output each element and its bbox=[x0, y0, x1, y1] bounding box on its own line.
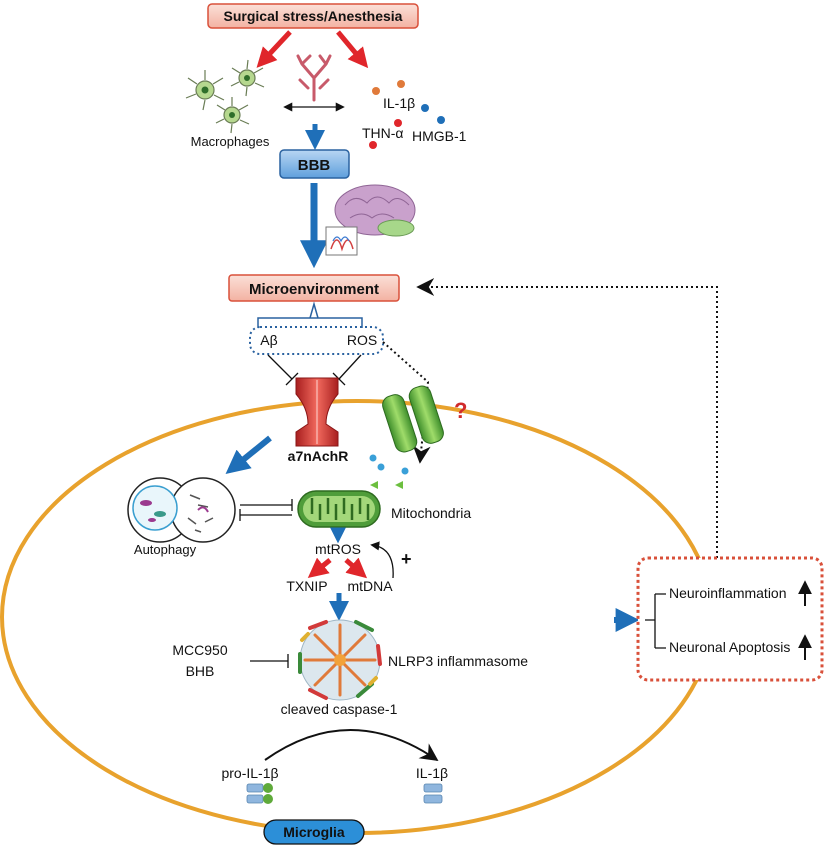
abeta-ros-box: Aβ ROS bbox=[249, 326, 384, 355]
brain-icon bbox=[325, 184, 416, 256]
hmgb1-label: HMGB-1 bbox=[412, 128, 467, 144]
inflammasome-icon bbox=[298, 619, 382, 701]
macrophages-label: Macrophages bbox=[191, 134, 270, 149]
mitochondria-icon bbox=[297, 490, 381, 528]
ros-label: ROS bbox=[347, 332, 377, 348]
neuronal-apoptosis-label: Neuronal Apoptosis bbox=[669, 639, 790, 655]
red-arrow-txnip bbox=[307, 557, 332, 579]
mitochondria-label: Mitochondria bbox=[391, 505, 471, 521]
cytokine-dots bbox=[369, 80, 445, 149]
red-arrow-right bbox=[336, 30, 369, 69]
autophagy-label: Autophagy bbox=[134, 542, 197, 557]
abeta-label: Aβ bbox=[260, 332, 277, 348]
question-mark: ? bbox=[454, 398, 467, 423]
red-arrow-left bbox=[256, 30, 292, 68]
mtdna-feedback-arrow bbox=[370, 541, 394, 579]
ion-dots bbox=[369, 454, 409, 489]
surgical-stress-box: Surgical stress/Anesthesia bbox=[207, 3, 419, 29]
processing-arrow bbox=[264, 729, 439, 762]
microenvironment-label: Microenvironment bbox=[249, 281, 379, 298]
receptor-icon bbox=[295, 377, 339, 447]
cleaved-caspase-label: cleaved caspase-1 bbox=[281, 701, 398, 717]
red-arrow-mtdna bbox=[344, 557, 368, 579]
ion-channel-icon bbox=[382, 385, 444, 453]
microenvironment-box: Microenvironment bbox=[228, 274, 400, 302]
cell-membrane bbox=[0, 399, 714, 835]
microglia-pill: Microglia bbox=[263, 819, 365, 845]
macrophage-icon bbox=[185, 59, 265, 134]
microenvironment-brace bbox=[257, 301, 363, 328]
surgical-stress-label: Surgical stress/Anesthesia bbox=[224, 8, 403, 24]
protein-icon bbox=[246, 783, 443, 804]
bhb-label: BHB bbox=[186, 663, 215, 679]
autophagy-mitochondria-inhibition bbox=[239, 499, 293, 521]
microglia-label: Microglia bbox=[283, 824, 345, 840]
bbb-box: BBB bbox=[279, 149, 350, 179]
neuroinflammation-label: Neuroinflammation bbox=[669, 585, 787, 601]
mcc950-inhibition bbox=[250, 654, 289, 668]
inhibition-lines bbox=[267, 354, 362, 386]
plus-sign: + bbox=[401, 549, 412, 569]
nlrp3-label: NLRP3 inflammasome bbox=[388, 653, 528, 669]
pro-il1b-label: pro-IL-1β bbox=[221, 765, 278, 781]
ros-dotted-line bbox=[382, 341, 431, 464]
il1b-bottom-label: IL-1β bbox=[416, 765, 448, 781]
thn-alpha-label: THN-α bbox=[362, 125, 404, 141]
outcome-box: Neuroinflammation Neuronal Apoptosis bbox=[636, 556, 824, 682]
feedback-dotted-arrow bbox=[416, 278, 718, 558]
a7nachr-label: a7nAchR bbox=[288, 448, 349, 464]
mtdna-label: mtDNA bbox=[347, 578, 393, 594]
txnip-label: TXNIP bbox=[286, 578, 327, 594]
blue-arrow-autophagy bbox=[225, 435, 272, 475]
il1b-top-label: IL-1β bbox=[383, 95, 415, 111]
autophagy-icon bbox=[127, 477, 236, 543]
blood-vessel-icon bbox=[296, 54, 332, 102]
bbb-label: BBB bbox=[298, 157, 331, 174]
mcc950-label: MCC950 bbox=[172, 642, 227, 658]
mtros-label: mtROS bbox=[315, 541, 361, 557]
